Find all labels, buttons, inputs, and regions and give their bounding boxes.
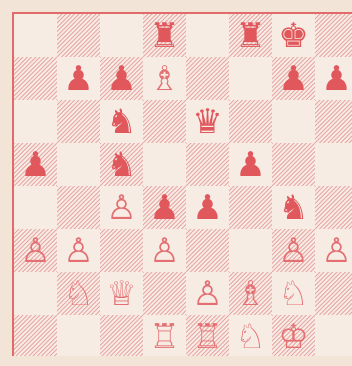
- white-knight-icon[interactable]: ♘: [272, 272, 315, 315]
- square-f6[interactable]: [229, 100, 272, 143]
- white-knight-icon[interactable]: ♘: [57, 272, 100, 315]
- square-d5[interactable]: [143, 143, 186, 186]
- square-d1[interactable]: ♖: [143, 315, 186, 358]
- white-pawn-icon[interactable]: ♙: [14, 229, 57, 272]
- square-a7[interactable]: [14, 57, 57, 100]
- black-knight-icon[interactable]: ♞: [272, 186, 315, 229]
- square-h1[interactable]: [315, 315, 352, 358]
- white-pawn-icon[interactable]: ♙: [57, 229, 100, 272]
- square-g6[interactable]: [272, 100, 315, 143]
- page-margin: [0, 356, 352, 366]
- square-a2[interactable]: [14, 272, 57, 315]
- white-king-icon[interactable]: ♔: [272, 315, 315, 358]
- square-c2[interactable]: ♕: [100, 272, 143, 315]
- square-c1[interactable]: [100, 315, 143, 358]
- square-b1[interactable]: [57, 315, 100, 358]
- black-pawn-icon[interactable]: ♟: [100, 57, 143, 100]
- white-knight-icon[interactable]: ♘: [229, 315, 272, 358]
- white-bishop-icon[interactable]: ♗: [143, 57, 186, 100]
- square-g8[interactable]: ♚: [272, 14, 315, 57]
- square-h4[interactable]: [315, 186, 352, 229]
- square-b3[interactable]: ♙: [57, 229, 100, 272]
- square-a4[interactable]: [14, 186, 57, 229]
- black-king-icon[interactable]: ♚: [272, 14, 315, 57]
- square-e1[interactable]: ♖: [186, 315, 229, 358]
- square-d3[interactable]: ♙: [143, 229, 186, 272]
- black-queen-icon[interactable]: ♛: [186, 100, 229, 143]
- black-pawn-icon[interactable]: ♟: [14, 143, 57, 186]
- square-e4[interactable]: ♟: [186, 186, 229, 229]
- square-b2[interactable]: ♘: [57, 272, 100, 315]
- white-pawn-icon[interactable]: ♙: [272, 229, 315, 272]
- square-b7[interactable]: ♟: [57, 57, 100, 100]
- square-c3[interactable]: [100, 229, 143, 272]
- square-d6[interactable]: [143, 100, 186, 143]
- square-c8[interactable]: [100, 14, 143, 57]
- square-g4[interactable]: ♞: [272, 186, 315, 229]
- square-g5[interactable]: [272, 143, 315, 186]
- black-rook-icon[interactable]: ♜: [143, 14, 186, 57]
- white-pawn-icon[interactable]: ♙: [186, 272, 229, 315]
- square-a6[interactable]: [14, 100, 57, 143]
- square-h3[interactable]: ♙: [315, 229, 352, 272]
- white-queen-icon[interactable]: ♕: [100, 272, 143, 315]
- square-a3[interactable]: ♙: [14, 229, 57, 272]
- square-e3[interactable]: [186, 229, 229, 272]
- square-e2[interactable]: ♙: [186, 272, 229, 315]
- black-knight-icon[interactable]: ♞: [100, 143, 143, 186]
- square-h5[interactable]: [315, 143, 352, 186]
- square-d8[interactable]: ♜: [143, 14, 186, 57]
- black-knight-icon[interactable]: ♞: [100, 100, 143, 143]
- square-g7[interactable]: ♟: [272, 57, 315, 100]
- square-h7[interactable]: ♟: [315, 57, 352, 100]
- square-f7[interactable]: [229, 57, 272, 100]
- square-g1[interactable]: ♔: [272, 315, 315, 358]
- square-f8[interactable]: ♜: [229, 14, 272, 57]
- black-pawn-icon[interactable]: ♟: [57, 57, 100, 100]
- white-pawn-icon[interactable]: ♙: [315, 229, 352, 272]
- white-bishop-icon[interactable]: ♗: [229, 272, 272, 315]
- square-e6[interactable]: ♛: [186, 100, 229, 143]
- square-c4[interactable]: ♙: [100, 186, 143, 229]
- square-h2[interactable]: [315, 272, 352, 315]
- black-pawn-icon[interactable]: ♟: [186, 186, 229, 229]
- square-b8[interactable]: [57, 14, 100, 57]
- black-pawn-icon[interactable]: ♟: [229, 143, 272, 186]
- square-b5[interactable]: [57, 143, 100, 186]
- square-c7[interactable]: ♟: [100, 57, 143, 100]
- square-f1[interactable]: ♘: [229, 315, 272, 358]
- square-d4[interactable]: ♟: [143, 186, 186, 229]
- square-g2[interactable]: ♘: [272, 272, 315, 315]
- square-a1[interactable]: [14, 315, 57, 358]
- square-h8[interactable]: [315, 14, 352, 57]
- square-c5[interactable]: ♞: [100, 143, 143, 186]
- square-c6[interactable]: ♞: [100, 100, 143, 143]
- black-pawn-icon[interactable]: ♟: [272, 57, 315, 100]
- square-d2[interactable]: [143, 272, 186, 315]
- square-f2[interactable]: ♗: [229, 272, 272, 315]
- square-f4[interactable]: [229, 186, 272, 229]
- square-f5[interactable]: ♟: [229, 143, 272, 186]
- white-pawn-icon[interactable]: ♙: [143, 229, 186, 272]
- chess-board: ♜♜♚♟♟♗♟♟♞♛♟♞♟♙♟♟♞♙♙♙♙♙♘♕♙♗♘♖♖♘♔: [12, 12, 352, 356]
- square-d7[interactable]: ♗: [143, 57, 186, 100]
- square-b4[interactable]: [57, 186, 100, 229]
- square-e8[interactable]: [186, 14, 229, 57]
- square-e7[interactable]: [186, 57, 229, 100]
- black-pawn-icon[interactable]: ♟: [143, 186, 186, 229]
- black-pawn-icon[interactable]: ♟: [315, 57, 352, 100]
- square-a5[interactable]: ♟: [14, 143, 57, 186]
- square-h6[interactable]: [315, 100, 352, 143]
- white-rook-icon[interactable]: ♖: [186, 315, 229, 358]
- square-a8[interactable]: [14, 14, 57, 57]
- square-g3[interactable]: ♙: [272, 229, 315, 272]
- square-e5[interactable]: [186, 143, 229, 186]
- white-pawn-icon[interactable]: ♙: [100, 186, 143, 229]
- square-b6[interactable]: [57, 100, 100, 143]
- white-rook-icon[interactable]: ♖: [143, 315, 186, 358]
- square-f3[interactable]: [229, 229, 272, 272]
- black-rook-icon[interactable]: ♜: [229, 14, 272, 57]
